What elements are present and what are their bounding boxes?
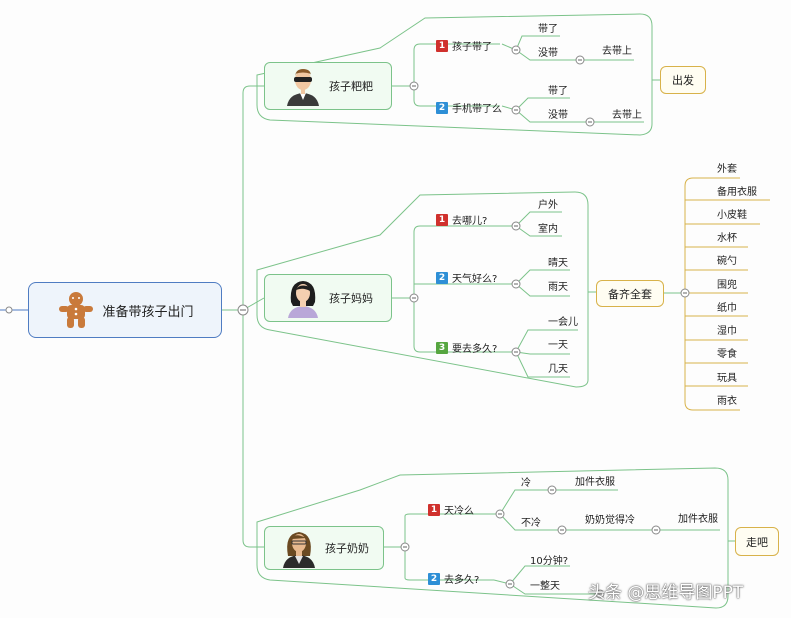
answer-yes: 带了 bbox=[548, 86, 568, 97]
priority-2-badge: 2 bbox=[436, 271, 448, 284]
question-label: 天冷么 bbox=[444, 506, 474, 517]
action-label: 加件衣服 bbox=[575, 477, 615, 488]
dad-question-2[interactable]: 2 手机带了么 bbox=[436, 100, 502, 115]
option-label: 雨天 bbox=[548, 282, 568, 293]
summary-label: 出发 bbox=[672, 74, 694, 87]
item-label: 围兜 bbox=[717, 280, 737, 291]
item-label: 纸巾 bbox=[717, 303, 737, 314]
item-label: 备用衣服 bbox=[717, 187, 757, 198]
branch-dad[interactable]: 孩子粑粑 bbox=[264, 62, 392, 110]
branch-dad-label: 孩子粑粑 bbox=[329, 80, 373, 93]
option-label: 一会儿 bbox=[548, 317, 578, 328]
grandma-feels-cold: 奶奶觉得冷 bbox=[585, 515, 635, 526]
answer-yes: 带了 bbox=[538, 24, 558, 35]
option-label: 10分钟? bbox=[530, 556, 569, 567]
man-sunglasses-avatar-icon bbox=[287, 69, 319, 106]
question-label: 手机带了么 bbox=[452, 104, 502, 115]
question-label: 孩子带了 bbox=[452, 42, 492, 53]
option-label: 几天 bbox=[548, 364, 568, 375]
item-label: 湿巾 bbox=[717, 326, 737, 337]
branch-grandma-label: 孩子奶奶 bbox=[325, 542, 369, 555]
action-label: 加件衣服 bbox=[678, 514, 718, 525]
watermark: 头条 @思维导图PPT bbox=[588, 583, 744, 603]
question-label: 天气好么? bbox=[452, 274, 498, 285]
branch-grandma[interactable]: 孩子奶奶 bbox=[264, 526, 384, 570]
item-label: 小皮鞋 bbox=[717, 210, 747, 221]
summary-dad[interactable]: 出发 bbox=[660, 66, 706, 94]
item-label: 零食 bbox=[717, 349, 737, 360]
grandma-question-2[interactable]: 2 去多久? bbox=[428, 571, 479, 586]
priority-1-badge: 1 bbox=[436, 213, 448, 226]
root-node[interactable]: 准备带孩子出门 bbox=[28, 282, 222, 338]
grandma-question-1[interactable]: 1 天冷么 bbox=[428, 502, 474, 517]
branch-mom[interactable]: 孩子妈妈 bbox=[264, 274, 392, 322]
item-label: 雨衣 bbox=[717, 396, 737, 407]
dad-question-1[interactable]: 1 孩子带了 bbox=[436, 38, 492, 53]
option-label: 室内 bbox=[538, 224, 558, 235]
priority-2-badge: 2 bbox=[436, 101, 448, 114]
question-label: 要去多久? bbox=[452, 344, 498, 355]
summary-label: 备齐全套 bbox=[608, 287, 652, 301]
answer-cold: 冷 bbox=[521, 478, 531, 489]
option-label: 晴天 bbox=[548, 258, 568, 269]
summary-label: 走吧 bbox=[746, 535, 768, 549]
grandma-avatar-icon bbox=[283, 532, 315, 568]
item-label: 外套 bbox=[717, 164, 737, 175]
woman-avatar-icon bbox=[288, 281, 318, 318]
question-label: 去哪儿? bbox=[452, 216, 488, 227]
mom-question-1[interactable]: 1 去哪儿? bbox=[436, 212, 487, 227]
item-label: 玩具 bbox=[717, 373, 737, 384]
action-label: 去带上 bbox=[612, 110, 642, 121]
summary-grandma[interactable]: 走吧 bbox=[735, 527, 779, 556]
item-label: 水杯 bbox=[717, 233, 737, 244]
mom-question-2[interactable]: 2 天气好么? bbox=[436, 270, 497, 285]
branch-mom-label: 孩子妈妈 bbox=[329, 292, 373, 305]
priority-2-badge: 2 bbox=[428, 572, 440, 585]
root-label: 准备带孩子出门 bbox=[102, 304, 194, 320]
answer-no: 没带 bbox=[538, 48, 558, 59]
priority-1-badge: 1 bbox=[436, 39, 448, 52]
option-label: 一整天 bbox=[530, 581, 560, 592]
question-label: 去多久? bbox=[444, 575, 480, 586]
option-label: 一天 bbox=[548, 340, 568, 351]
item-label: 碗勺 bbox=[717, 256, 737, 267]
gingerbread-icon bbox=[59, 292, 94, 328]
answer-not-cold: 不冷 bbox=[521, 518, 541, 529]
priority-3-badge: 3 bbox=[436, 341, 448, 354]
option-label: 户外 bbox=[538, 200, 558, 211]
summary-mom[interactable]: 备齐全套 bbox=[596, 280, 664, 307]
priority-1-badge: 1 bbox=[428, 503, 440, 516]
answer-no: 没带 bbox=[548, 110, 568, 121]
mom-question-3[interactable]: 3 要去多久? bbox=[436, 340, 497, 355]
action-label: 去带上 bbox=[602, 46, 632, 57]
